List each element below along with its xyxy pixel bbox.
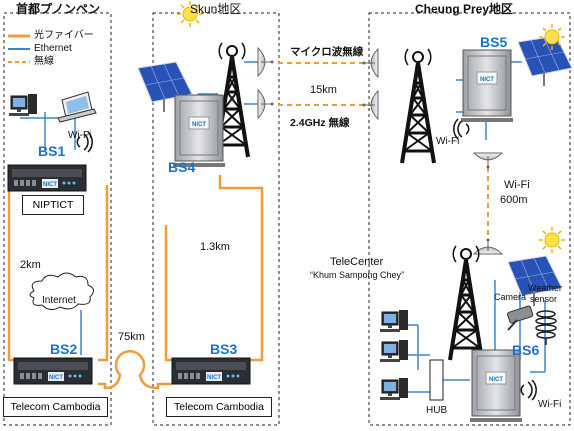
distance-75km: 75km: [118, 331, 145, 343]
weather-sensor-label-1: Weather: [528, 283, 562, 293]
telecenter-subtitle: “Khum Sampong Chey”: [310, 270, 405, 280]
camera-icon: [507, 305, 534, 331]
telecom-cambodia-box-mid: Telecom Cambodia: [166, 397, 272, 417]
bs1-group: [7, 91, 97, 192]
station-bs5: BS5: [480, 34, 508, 50]
microwave-link-label: マイクロ波無線: [290, 46, 364, 58]
internet-cloud-label: Internet: [42, 295, 76, 306]
station-bs4: BS4: [168, 159, 196, 175]
nipptict-box: NIPTICT: [22, 195, 84, 215]
station-bs6: BS6: [512, 342, 540, 358]
distance-1-3km: 1.3km: [200, 241, 230, 253]
wifi-link-label: Wi-Fi: [504, 179, 530, 191]
region-cheung-prey: Cheung Prey地区: [415, 2, 514, 16]
legend-ethernet: Ethernet: [34, 43, 72, 54]
distance-15km: 15km: [310, 84, 337, 96]
station-bs1: BS1: [38, 143, 66, 159]
region-phnom-penh: 首都プノンペン: [16, 2, 101, 16]
distance-600m: 600m: [500, 194, 528, 206]
wifi-label-bs5: Wi-Fi: [436, 136, 460, 147]
hub-label: HUB: [426, 405, 448, 416]
telecenter-title: TeleCenter: [330, 256, 384, 268]
wifi-label-bs1: Wi-Fi: [68, 130, 92, 141]
station-bs3: BS3: [210, 341, 238, 357]
weather-sensor-icon: [535, 310, 557, 345]
station-bs2: BS2: [50, 341, 78, 357]
legend-fiber: 光ファイバー: [34, 30, 94, 41]
wifi-label-bs6: Wi-Fi: [538, 399, 562, 410]
camera-label: Camera: [494, 292, 527, 302]
weather-sensor-label-2: sensor: [530, 294, 558, 304]
distance-2km: 2km: [20, 259, 41, 271]
telecom-cambodia-box-left: Telecom Cambodia: [3, 397, 108, 417]
region-skun: Skun地区: [190, 2, 242, 16]
link-2-4ghz-label: 2.4GHz 無線: [290, 117, 350, 129]
legend-wireless: 無線: [34, 56, 54, 67]
